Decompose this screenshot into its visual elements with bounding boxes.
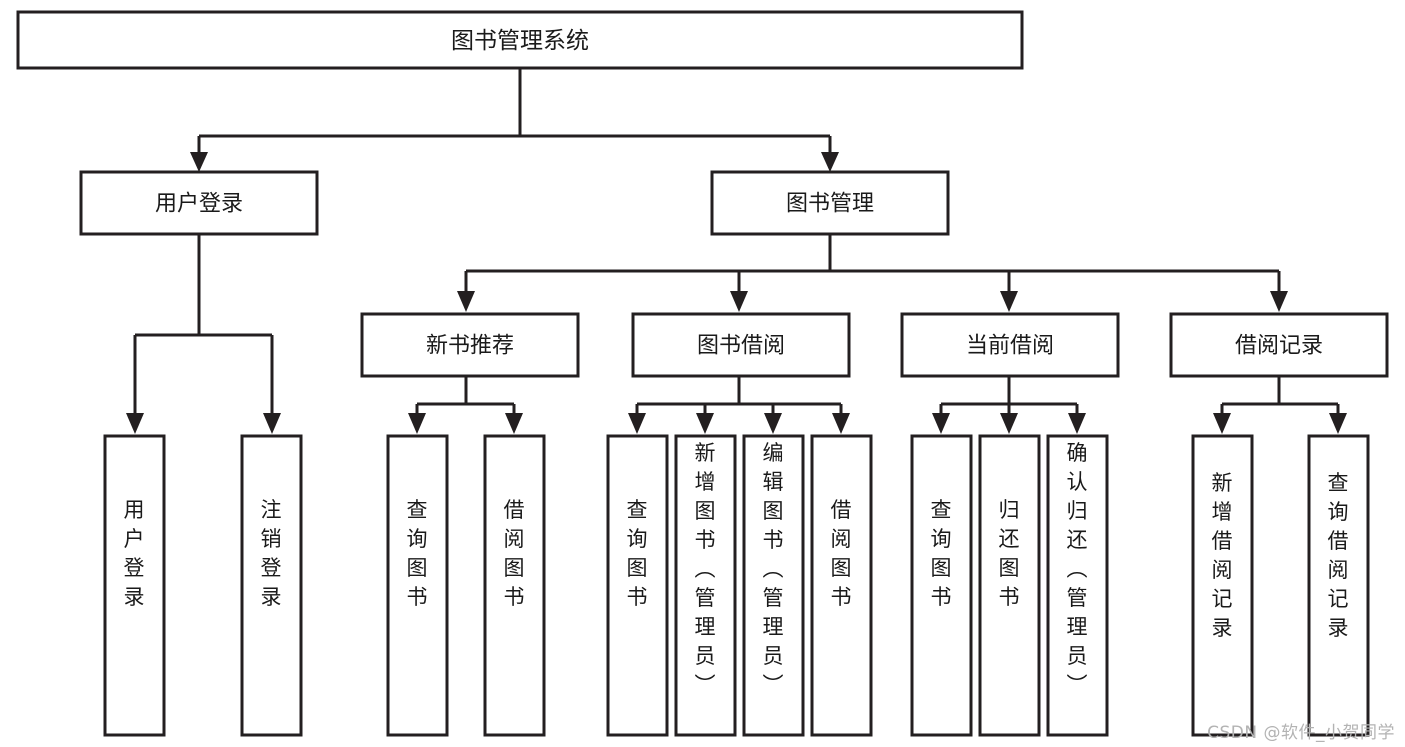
node-leaf-query-record[interactable]: 查询借阅记录 — [1307, 434, 1370, 737]
arrow-to-leaf-user-login — [126, 413, 144, 434]
arrow-to-leaf-query-book-2 — [628, 413, 646, 434]
node-book-borrow[interactable]: 图书借阅 — [631, 312, 851, 378]
arrow-to-leaf-return-book — [1000, 413, 1018, 434]
arrow-to-leaf-add-record — [1213, 413, 1231, 434]
node-leaf-query-book-2-box[interactable] — [606, 434, 669, 737]
node-book-manage-box[interactable] — [710, 170, 950, 236]
arrow-to-leaf-confirm-return — [1068, 413, 1086, 434]
node-leaf-user-logout-box[interactable] — [240, 434, 303, 737]
arrow-to-book-borrow — [730, 291, 748, 312]
node-leaf-return-book-box[interactable] — [978, 434, 1041, 737]
node-borrow-record-box[interactable] — [1169, 312, 1389, 378]
arrow-to-leaf-query-record — [1329, 413, 1347, 434]
node-new-book-recommend-label: 新书推荐 — [426, 334, 514, 359]
node-leaf-edit-book-label: 编辑图书︵管理员︶ — [763, 441, 784, 697]
node-borrow-record-label: 借阅记录 — [1235, 334, 1323, 359]
node-leaf-borrow-book-2[interactable]: 借阅图书 — [810, 434, 873, 737]
node-leaf-add-record-box[interactable] — [1191, 434, 1254, 737]
node-user-login-label: 用户登录 — [155, 192, 243, 217]
node-borrow-record[interactable]: 借阅记录 — [1169, 312, 1389, 378]
node-leaf-borrow-book-1-label: 借阅图书 — [504, 498, 525, 609]
node-book-manage-label: 图书管理 — [786, 192, 874, 217]
node-leaf-user-logout[interactable]: 注销登录 — [240, 434, 303, 737]
arrow-to-leaf-borrow-book-2 — [832, 413, 850, 434]
node-new-book-recommend[interactable]: 新书推荐 — [360, 312, 580, 378]
node-current-borrow-box[interactable] — [900, 312, 1120, 378]
node-leaf-user-logout-label: 注销登录 — [261, 498, 282, 609]
node-leaf-query-book-2-label: 查询图书 — [627, 498, 648, 609]
node-leaf-add-book-label: 新增图书︵管理员︶ — [695, 441, 716, 697]
node-leaf-query-record-label: 查询借阅记录 — [1328, 471, 1349, 640]
node-leaf-query-record-box[interactable] — [1307, 434, 1370, 737]
node-leaf-confirm-return-label: 确认归还︵管理员︶ — [1067, 441, 1088, 697]
edge-group — [126, 68, 1347, 434]
node-user-login[interactable]: 用户登录 — [79, 170, 319, 236]
node-leaf-borrow-book-2-box[interactable] — [810, 434, 873, 737]
node-book-manage[interactable]: 图书管理 — [710, 170, 950, 236]
node-leaf-return-book-label: 归还图书 — [999, 498, 1020, 609]
arrow-to-leaf-query-book-1 — [408, 413, 426, 434]
arrow-to-leaf-borrow-book-1 — [505, 413, 523, 434]
arrow-to-new-book-recommend — [457, 291, 475, 312]
node-leaf-add-book[interactable]: 新增图书︵管理员︶ — [674, 434, 737, 737]
node-leaf-query-book-1-box[interactable] — [386, 434, 449, 737]
node-book-borrow-box[interactable] — [631, 312, 851, 378]
node-current-borrow[interactable]: 当前借阅 — [900, 312, 1120, 378]
arrow-to-user-login — [190, 152, 208, 172]
arrow-to-book-manage — [821, 152, 839, 172]
node-leaf-add-record[interactable]: 新增借阅记录 — [1191, 434, 1254, 737]
node-leaf-add-book-box[interactable] — [674, 434, 737, 737]
node-leaf-query-book-1-label: 查询图书 — [407, 498, 428, 609]
node-user-login-box[interactable] — [79, 170, 319, 236]
node-leaf-borrow-book-1[interactable]: 借阅图书 — [483, 434, 546, 737]
node-leaf-confirm-return-box[interactable] — [1046, 434, 1109, 737]
node-leaf-edit-book[interactable]: 编辑图书︵管理员︶ — [742, 434, 805, 737]
node-leaf-query-book-3-label: 查询图书 — [931, 498, 952, 609]
node-leaf-return-book[interactable]: 归还图书 — [978, 434, 1041, 737]
arrow-to-leaf-user-logout — [263, 413, 281, 434]
node-leaf-query-book-3[interactable]: 查询图书 — [910, 434, 973, 737]
node-root[interactable]: 图书管理系统 — [16, 10, 1024, 70]
arrow-to-borrow-record — [1270, 291, 1288, 312]
node-root-label: 图书管理系统 — [451, 28, 589, 54]
node-book-borrow-label: 图书借阅 — [697, 334, 785, 359]
node-leaf-query-book-3-box[interactable] — [910, 434, 973, 737]
arrow-to-leaf-edit-book — [764, 413, 782, 434]
arrow-to-leaf-add-book — [696, 413, 714, 434]
node-leaf-query-book-2[interactable]: 查询图书 — [606, 434, 669, 737]
node-current-borrow-label: 当前借阅 — [966, 334, 1054, 359]
node-leaf-user-login[interactable]: 用户登录 — [103, 434, 166, 737]
node-leaf-add-record-label: 新增借阅记录 — [1212, 471, 1233, 640]
node-leaf-user-login-box[interactable] — [103, 434, 166, 737]
node-leaf-borrow-book-2-label: 借阅图书 — [831, 498, 852, 609]
arrow-to-leaf-query-book-3 — [932, 413, 950, 434]
node-leaf-edit-book-box[interactable] — [742, 434, 805, 737]
node-root-box[interactable] — [16, 10, 1024, 70]
node-leaf-borrow-book-1-box[interactable] — [483, 434, 546, 737]
arrow-to-current-borrow — [1000, 291, 1018, 312]
node-new-book-recommend-box[interactable] — [360, 312, 580, 378]
node-leaf-query-book-1[interactable]: 查询图书 — [386, 434, 449, 737]
node-leaf-confirm-return[interactable]: 确认归还︵管理员︶ — [1046, 434, 1109, 737]
node-leaf-user-login-label: 用户登录 — [124, 498, 145, 609]
